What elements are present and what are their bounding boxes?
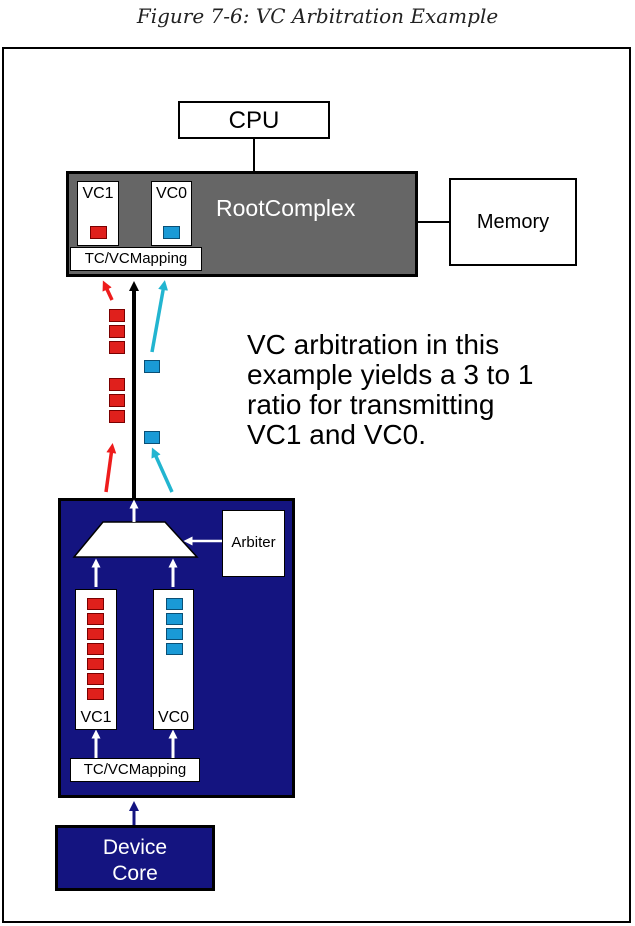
vc1-upper-arrow <box>102 280 114 301</box>
arbiter-mux <box>72 521 199 558</box>
device-vc1-queue: VC1 <box>75 589 117 730</box>
root-vc0-label: VC0 <box>155 185 188 202</box>
note-line: VC arbitration in this <box>247 329 500 360</box>
queued-vc0-packet <box>166 628 183 640</box>
root-vc1-label: VC1 <box>82 185 114 202</box>
queued-vc1-packet <box>87 643 104 655</box>
arbitration-note: VC arbitration in this example yields a … <box>247 330 577 450</box>
queued-vc1-packet <box>87 613 104 625</box>
queued-vc0-packet <box>166 643 183 655</box>
vc1-lower-arrow <box>104 443 117 493</box>
queued-vc0-packet <box>166 598 183 610</box>
note-line: example yields a 3 to 1 <box>247 359 534 390</box>
device-vc1-label: VC1 <box>80 709 112 726</box>
note-line: VC1 and VC0. <box>247 419 426 450</box>
memory-box: Memory <box>449 178 577 266</box>
link-vc0-packet <box>144 431 160 444</box>
device-vc0-label: VC0 <box>157 709 190 726</box>
root-vc1-buffer: VC1 <box>77 181 119 246</box>
queued-vc1-packet <box>87 673 104 685</box>
vc0-upper-arrow <box>150 280 169 353</box>
note-line: ratio for transmitting <box>247 389 495 420</box>
device-core-box: Device Core <box>55 825 215 891</box>
queued-vc1-packet <box>87 688 104 700</box>
root-complex-title: RootComplex <box>216 195 356 221</box>
link-vc1-packet <box>109 394 125 407</box>
root-vc1-packet <box>90 226 107 239</box>
link-vc1-packet <box>109 410 125 423</box>
link-vc1-packet <box>109 378 125 391</box>
queued-vc1-packet <box>87 628 104 640</box>
queued-vc0-packet <box>166 613 183 625</box>
vc0-lower-arrow <box>151 447 174 493</box>
device-vc0-queue: VC0 <box>153 589 194 730</box>
link-vc0-packet <box>144 360 160 373</box>
device-tc-vc-mapping: TC/VCMapping <box>70 758 200 782</box>
link-vc1-packet <box>109 309 125 322</box>
queued-vc1-packet <box>87 658 104 670</box>
queued-vc1-packet <box>87 598 104 610</box>
cpu-box: CPU <box>178 101 330 139</box>
arbiter-label-box: Arbiter <box>222 510 285 577</box>
root-tc-vc-mapping: TC/VCMapping <box>70 247 202 271</box>
link-vc1-packet <box>109 341 125 354</box>
device-core-line1: Device <box>102 836 168 859</box>
device-core-line2: Core <box>112 862 158 885</box>
link-vc1-packet <box>109 325 125 338</box>
figure-caption: Figure 7-6: VC Arbitration Example <box>136 4 499 28</box>
root-vc0-packet <box>163 226 180 239</box>
